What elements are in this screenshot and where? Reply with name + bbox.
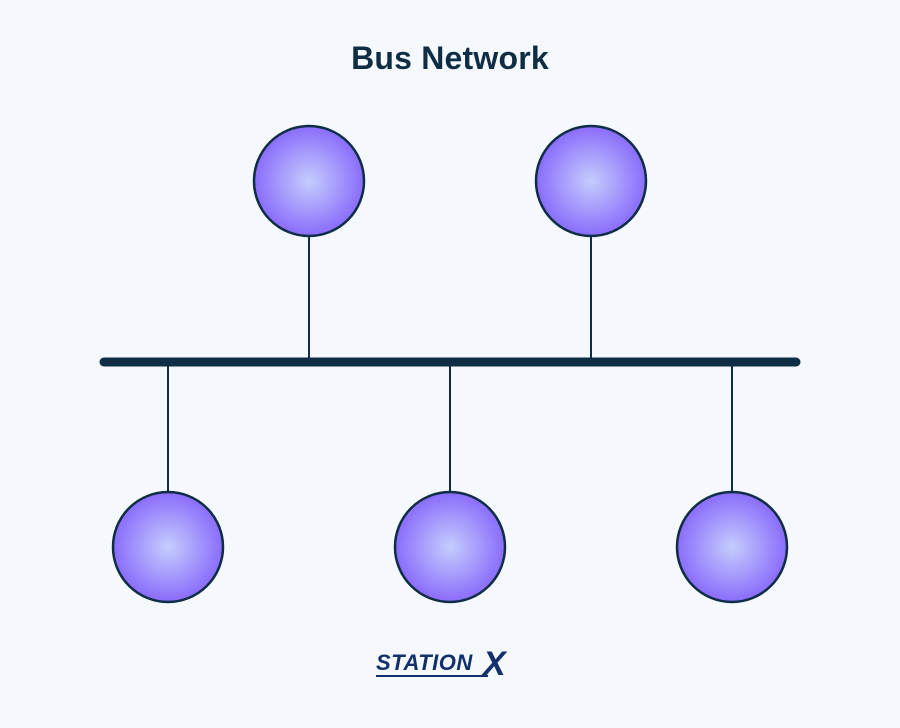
logo-x-mark: X <box>483 645 506 683</box>
stationx-logo: STATION X <box>376 645 526 683</box>
page-title: Bus Network <box>351 40 549 76</box>
node-bottom-3 <box>675 490 789 604</box>
node-top-1 <box>252 124 366 238</box>
node-bottom-2 <box>393 490 507 604</box>
logo-wordmark: STATION <box>376 650 473 675</box>
logo-underline <box>376 675 488 677</box>
node-top-2 <box>534 124 648 238</box>
node-bottom-1 <box>111 490 225 604</box>
